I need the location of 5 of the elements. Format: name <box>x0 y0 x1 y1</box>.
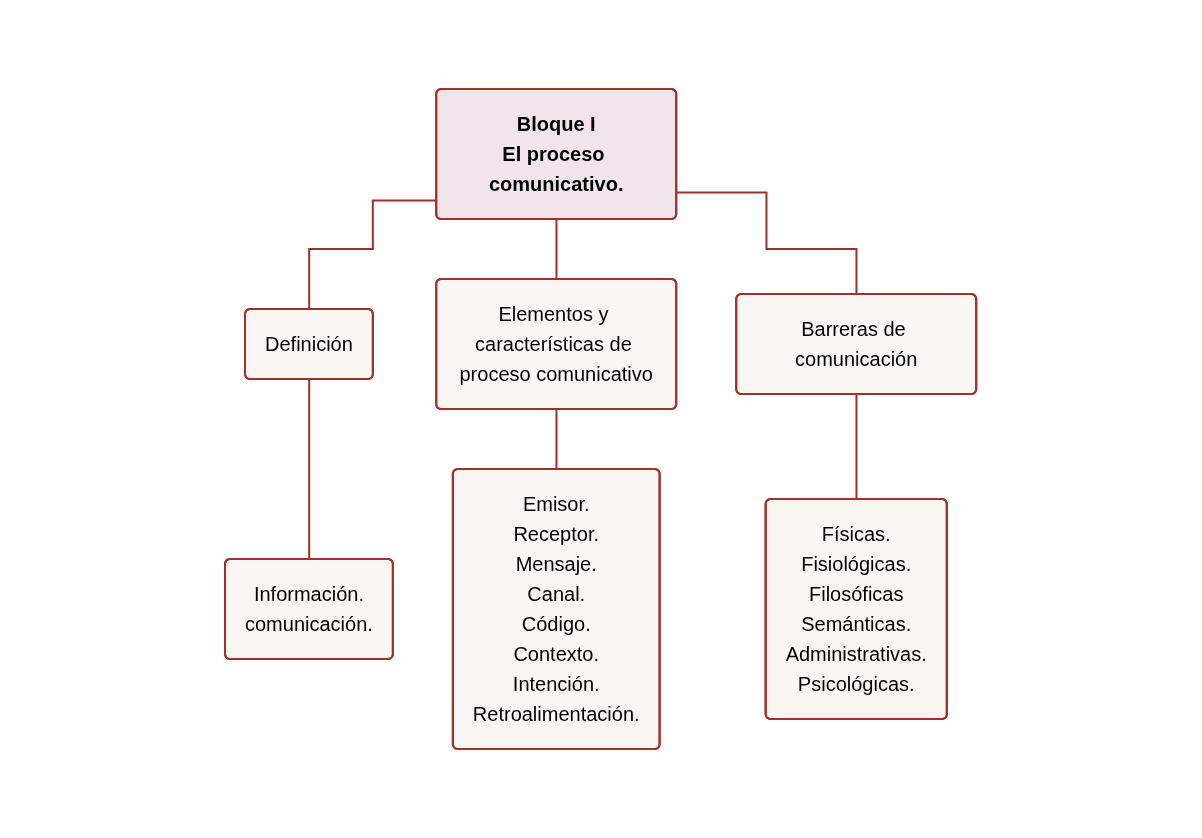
connector <box>308 378 311 561</box>
connector <box>676 191 859 296</box>
connector <box>555 218 559 281</box>
connector <box>855 393 859 501</box>
connector <box>555 408 559 471</box>
